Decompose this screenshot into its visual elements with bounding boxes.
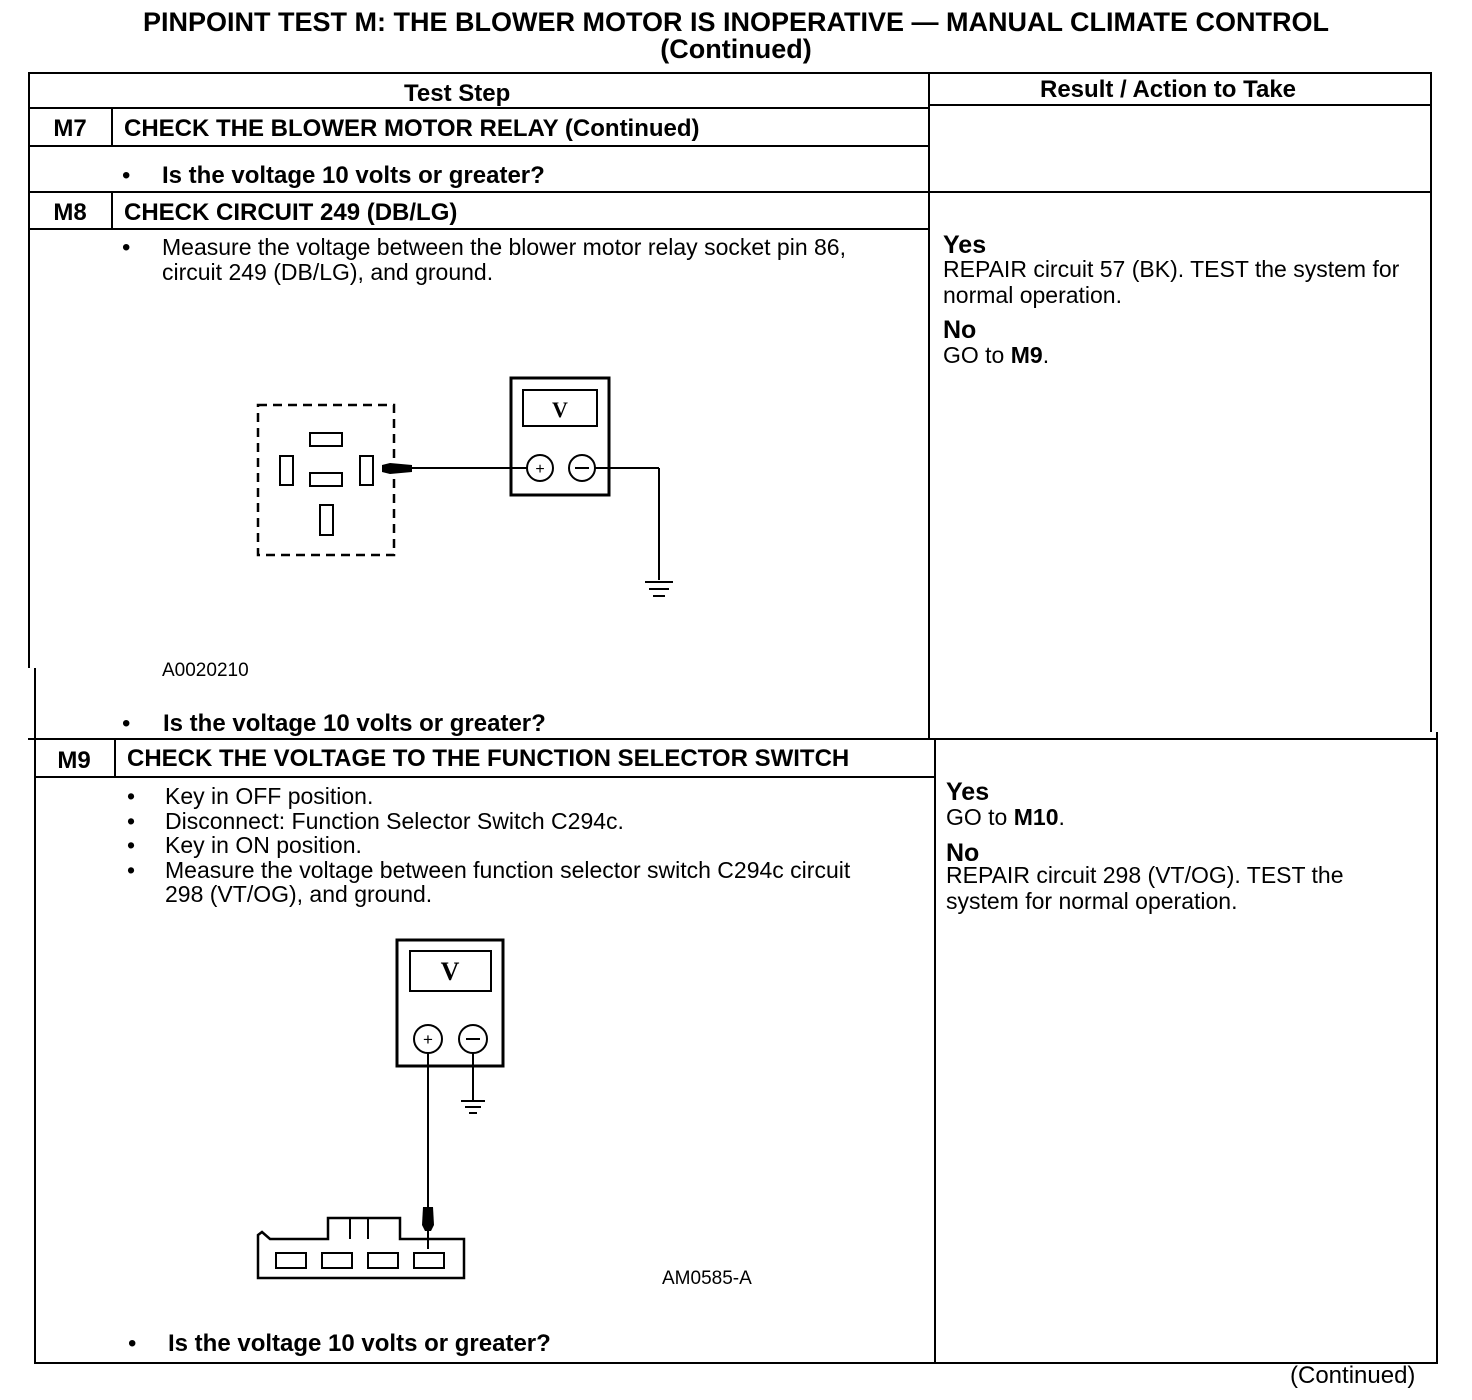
step-id-m9: M9 [57, 747, 91, 774]
relay-pin [309, 472, 343, 487]
step-question-m9: Is the voltage 10 volts or greater? [168, 1330, 551, 1357]
connector-pin [367, 1252, 399, 1269]
header-test-step: Test Step [404, 80, 511, 107]
relay-socket-voltmeter-diagram: V + [256, 376, 673, 597]
probe-tip [422, 1207, 434, 1231]
step-title-m9: CHECK THE VOLTAGE TO THE FUNCTION SELECT… [127, 745, 850, 772]
result-no-text-m9: REPAIR circuit 298 (VT/OG). TEST the sys… [946, 862, 1344, 914]
relay-socket-outline [256, 403, 396, 557]
switch-connector-voltmeter-diagram: V + [256, 938, 505, 1280]
probe-tip [382, 463, 412, 474]
result-yes-text-m9: GO to M10. [946, 804, 1065, 830]
step-question-m8: Is the voltage 10 volts or greater? [163, 710, 546, 737]
step-title-m8: CHECK CIRCUIT 249 (DB/LG) [124, 199, 458, 226]
page-title: PINPOINT TEST M: THE BLOWER MOTOR IS INO… [143, 7, 1329, 37]
connector-pin [275, 1252, 307, 1269]
footer-continued: (Continued) [1290, 1362, 1416, 1389]
svg-text:+: + [535, 461, 544, 478]
connector-pin [321, 1252, 353, 1269]
step-question-m7: Is the voltage 10 volts or greater? [162, 162, 545, 189]
result-yes-label-m8: Yes [943, 231, 987, 259]
voltmeter-display [409, 950, 492, 992]
relay-pin [359, 455, 374, 486]
relay-pin [319, 504, 334, 536]
bullet: • [128, 1330, 137, 1357]
step-instructions-m9: Key in OFF position. Disconnect: Functio… [127, 784, 887, 907]
result-no-label-m8: No [943, 316, 977, 344]
bullet: • [122, 234, 131, 261]
voltmeter-display [522, 389, 598, 427]
relay-pin [279, 455, 294, 486]
step-link-m9: M9 [1010, 342, 1043, 368]
result-yes-text-m8: REPAIR circuit 57 (BK). TEST the system … [943, 256, 1400, 308]
step-title-m7: CHECK THE BLOWER MOTOR RELAY (Continued) [124, 115, 700, 142]
instruction-item: Measure the voltage between function sel… [127, 857, 887, 907]
step-id-m7: M7 [53, 115, 87, 142]
bullet: • [122, 710, 131, 737]
relay-pin [309, 432, 343, 447]
svg-text:+: + [423, 1030, 433, 1049]
ground-icon [461, 1100, 485, 1114]
figure-code-m8: A0020210 [162, 660, 249, 681]
meter-label: V [552, 397, 568, 422]
instruction-item: Disconnect: Function Selector Switch C29… [127, 808, 887, 834]
result-no-label-m9: No [946, 839, 980, 867]
bullet: • [122, 162, 131, 189]
voltmeter [509, 376, 611, 497]
step-link-m10: M10 [1013, 804, 1059, 830]
ground-icon [645, 581, 673, 597]
step-id-m8: M8 [53, 199, 87, 226]
voltmeter [395, 938, 505, 1068]
instruction-item: Key in OFF position. [127, 784, 887, 809]
plus-terminal-icon [526, 454, 554, 482]
header-result-action: Result / Action to Take [1040, 76, 1297, 103]
meter-label: V [441, 957, 460, 986]
figure-code-m9: AM0585-A [662, 1268, 752, 1289]
connector-c294c [256, 1216, 466, 1280]
page-subtitle: (Continued) [660, 34, 812, 64]
result-no-text-m8: GO to M9. [943, 342, 1050, 368]
step-instruction-m8: Measure the voltage between the blower m… [162, 234, 846, 285]
result-yes-label-m9: Yes [946, 778, 990, 806]
instruction-item: Key in ON position. [127, 833, 887, 858]
connector-pin [413, 1252, 445, 1269]
